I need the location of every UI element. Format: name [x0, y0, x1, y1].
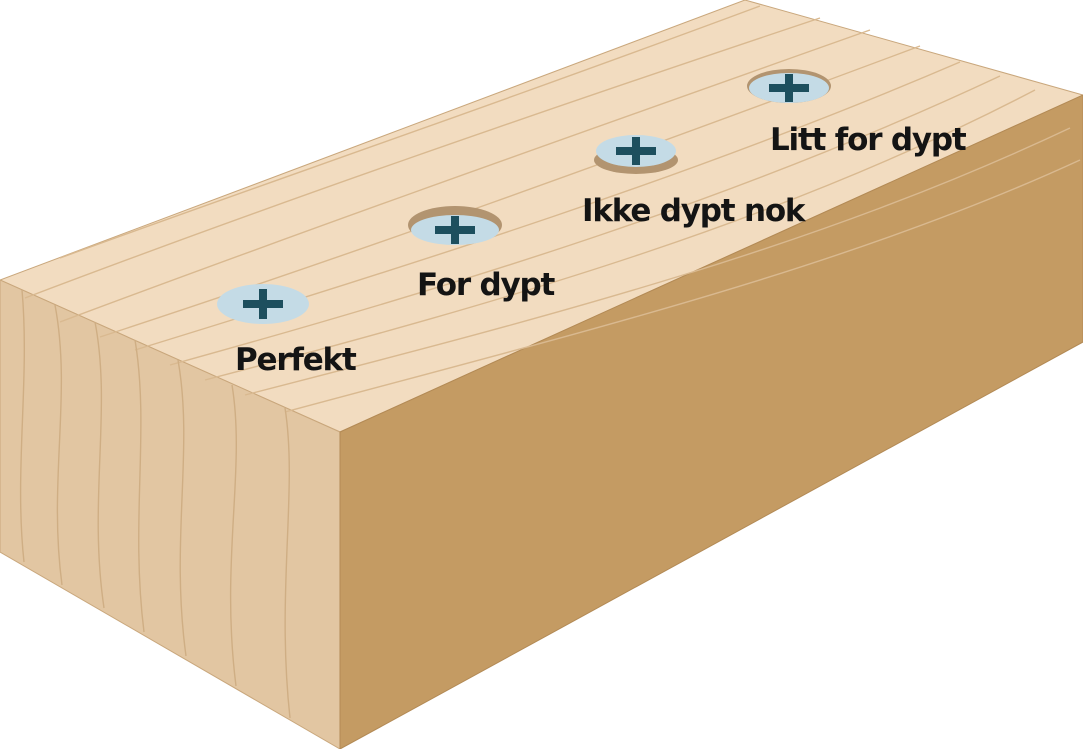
- wood-end-grain-face: [0, 279, 341, 749]
- screw-label-perfekt: Perfekt: [235, 342, 357, 378]
- screw-litt-for-dypt: Litt for dypt: [747, 69, 968, 158]
- screw-for-dypt: For dypt: [408, 206, 557, 303]
- end-grain-lines: [19, 289, 291, 719]
- screw-label-for-dypt: For dypt: [417, 267, 555, 303]
- phillips-screw-head-icon: [217, 284, 309, 324]
- wood-side-face: [339, 94, 1083, 749]
- phillips-screw-head-icon: [747, 69, 831, 103]
- top-face-grain: [24, 5, 1081, 413]
- screw-perfekt: Perfekt: [217, 284, 358, 378]
- screw-label-litt-for-dypt: Litt for dypt: [770, 122, 967, 158]
- phillips-screw-head-icon: [594, 135, 678, 174]
- screw-label-ikke-dypt-nok: Ikke dypt nok: [582, 193, 807, 229]
- screw-ikke-dypt-nok: Ikke dypt nok: [582, 135, 808, 229]
- phillips-screw-head-icon: [408, 206, 502, 245]
